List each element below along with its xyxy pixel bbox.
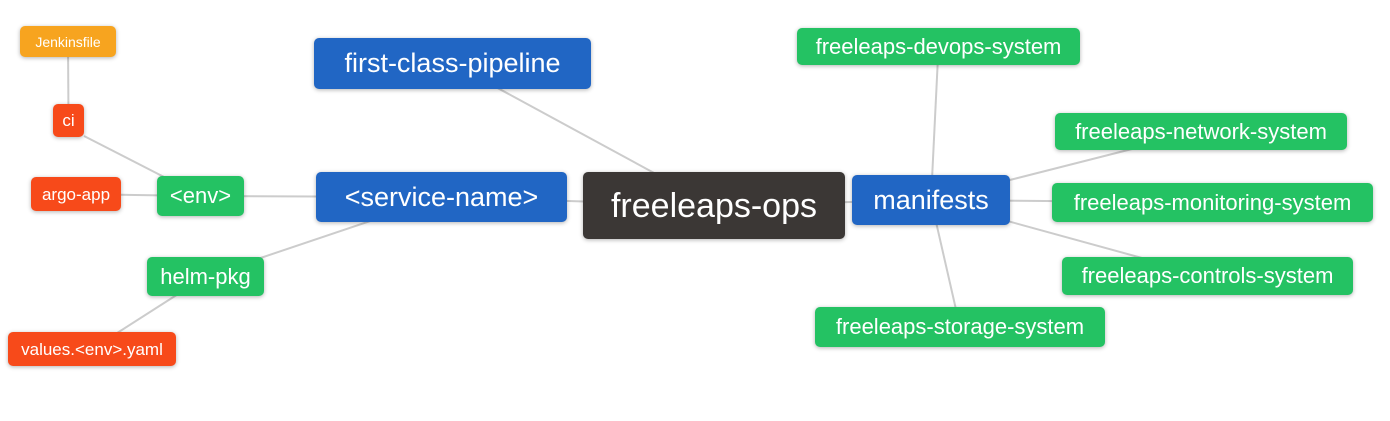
node-freeleaps-ops[interactable]: freeleaps-ops <box>583 172 845 239</box>
node-env[interactable]: <env> <box>157 176 244 216</box>
node-jenkinsfile[interactable]: Jenkinsfile <box>20 26 116 57</box>
node-storage-system[interactable]: freeleaps-storage-system <box>815 307 1105 347</box>
edge-manifests-devops-system <box>930 46 940 201</box>
node-values-env-yaml[interactable]: values.<env>.yaml <box>8 332 176 366</box>
node-manifests[interactable]: manifests <box>852 175 1010 225</box>
node-ci[interactable]: ci <box>53 104 84 137</box>
node-controls-system[interactable]: freeleaps-controls-system <box>1062 257 1353 295</box>
node-first-class-pipeline[interactable]: first-class-pipeline <box>314 38 591 89</box>
edge-ci-env <box>83 135 167 179</box>
node-monitoring-system[interactable]: freeleaps-monitoring-system <box>1052 183 1373 222</box>
node-network-system[interactable]: freeleaps-network-system <box>1055 113 1347 150</box>
node-service-name[interactable]: <service-name> <box>316 172 567 222</box>
node-helm-pkg[interactable]: helm-pkg <box>147 257 264 296</box>
node-argo-app[interactable]: argo-app <box>31 177 121 211</box>
node-devops-system[interactable]: freeleaps-devops-system <box>797 28 1080 65</box>
